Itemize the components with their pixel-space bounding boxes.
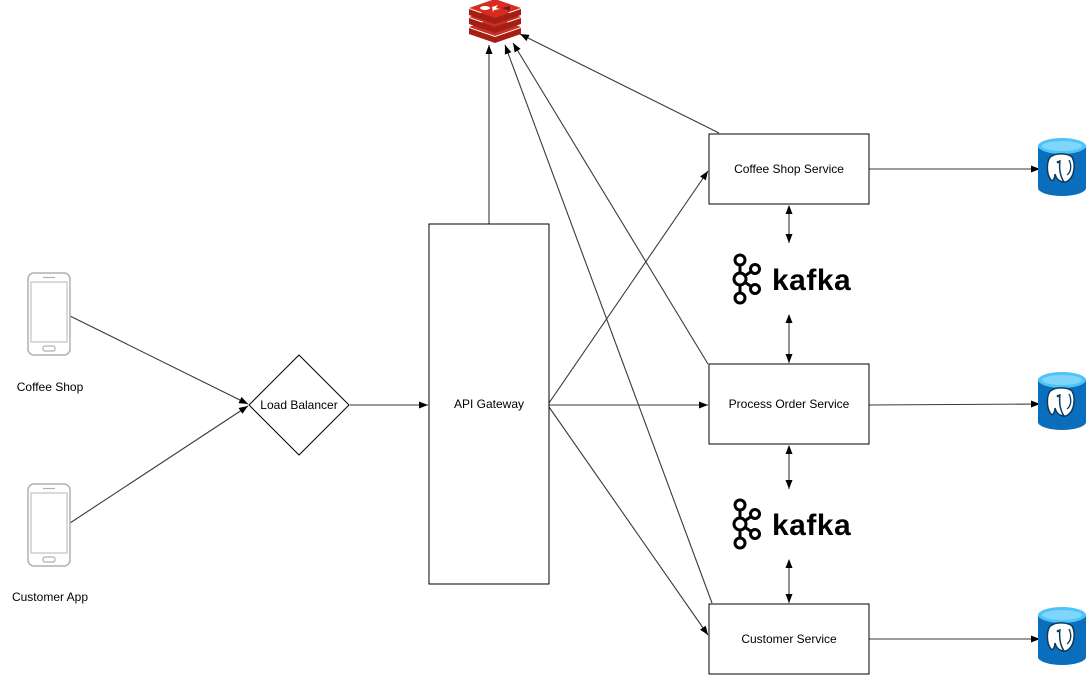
edge-process-order-service-to-db: [868, 400, 1041, 408]
kafka-bottom-label: kafka: [772, 509, 851, 542]
customer-service[interactable]: Customer Service: [708, 603, 870, 675]
connectors: [69, 33, 1041, 643]
coffee-shop-client-label: Coffee Shop: [17, 380, 84, 394]
load-balancer-shape: [248, 354, 350, 456]
postgresql-database-icon: [1037, 137, 1087, 197]
load-balancer-label: Load Balancer: [260, 398, 337, 412]
customer-service-label: Customer Service: [741, 632, 837, 646]
db-coffee-shop[interactable]: [1037, 137, 1087, 197]
api-gateway-label: API Gateway: [454, 397, 524, 411]
kafka-top[interactable]: kafka: [732, 253, 851, 305]
customer-app-client[interactable]: Customer App: [12, 483, 88, 604]
edge-api-gateway-to-coffee-shop-service: [548, 170, 709, 404]
api-gateway[interactable]: API Gateway: [428, 223, 550, 585]
coffee-shop-service-box: [708, 133, 870, 205]
kafka-top-label: kafka: [772, 264, 851, 297]
coffee-shop-service-label: Coffee Shop Service: [734, 162, 844, 176]
edge-process-order-service-to-cache: [512, 42, 709, 365]
api-gateway-box: [428, 223, 550, 585]
process-order-service-label: Process Order Service: [729, 397, 850, 411]
smartphone-icon: [27, 483, 71, 567]
process-order-service-box: [708, 363, 870, 445]
postgresql-database-icon: [1037, 371, 1087, 431]
kafka-bottom[interactable]: kafka: [732, 498, 851, 550]
edge-coffee-shop-to-load-balancer: [69, 315, 249, 405]
kafka-icon: [732, 498, 761, 550]
db-customer[interactable]: [1037, 606, 1087, 666]
edge-customer-service-to-cache: [504, 44, 713, 604]
edge-coffee-shop-service-to-cache: [519, 33, 720, 134]
smartphone-icon: [27, 272, 71, 356]
kafka-icon: [732, 253, 761, 305]
coffee-shop-client[interactable]: Coffee Shop: [17, 272, 84, 394]
customer-service-box: [708, 603, 870, 675]
load-balancer[interactable]: Load Balancer: [248, 354, 350, 456]
redis-icon: [469, 0, 521, 43]
cache[interactable]: [469, 0, 521, 43]
coffee-shop-service[interactable]: Coffee Shop Service: [708, 133, 870, 205]
postgresql-database-icon: [1037, 606, 1087, 666]
edge-api-gateway-to-customer-service: [548, 406, 709, 636]
process-order-service[interactable]: Process Order Service: [708, 363, 870, 445]
edge-customer-app-to-load-balancer: [69, 405, 249, 524]
db-process-order[interactable]: [1037, 371, 1087, 431]
customer-app-client-label: Customer App: [12, 590, 88, 604]
